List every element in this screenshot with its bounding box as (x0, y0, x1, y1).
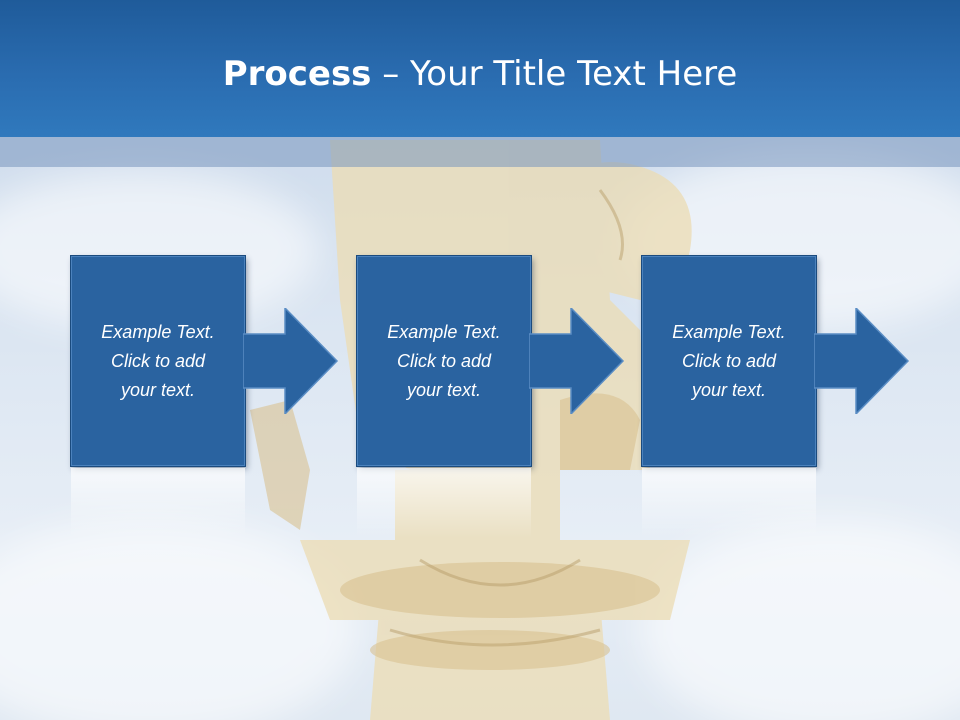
process-step-1: Example Text. Click to add your text. (71, 256, 341, 466)
right-arrow-icon (243, 308, 339, 414)
step-text[interactable]: Example Text. Click to add your text. (387, 321, 501, 400)
step-reflection (642, 468, 816, 538)
right-arrow-icon (814, 308, 910, 414)
title-text: – Your Title Text Here (371, 54, 738, 94)
step-text[interactable]: Example Text. Click to add your text. (101, 321, 215, 400)
process-step-2: Example Text. Click to add your text. (357, 256, 627, 466)
slide-title[interactable]: Process – Your Title Text Here (0, 52, 960, 96)
title-bar: Process – Your Title Text Here (0, 0, 960, 137)
title-bold-text: Process (222, 54, 372, 94)
process-step-3: Example Text. Click to add your text. (642, 256, 912, 466)
title-band (0, 137, 960, 167)
cloud-shape (0, 520, 360, 720)
step-box[interactable]: Example Text. Click to add your text. (642, 256, 816, 466)
right-arrow-icon (529, 308, 625, 414)
step-box[interactable]: Example Text. Click to add your text. (71, 256, 245, 466)
step-reflection (71, 468, 245, 538)
step-text[interactable]: Example Text. Click to add your text. (672, 321, 786, 400)
cloud-shape (640, 520, 960, 720)
step-reflection (357, 468, 531, 538)
step-box[interactable]: Example Text. Click to add your text. (357, 256, 531, 466)
